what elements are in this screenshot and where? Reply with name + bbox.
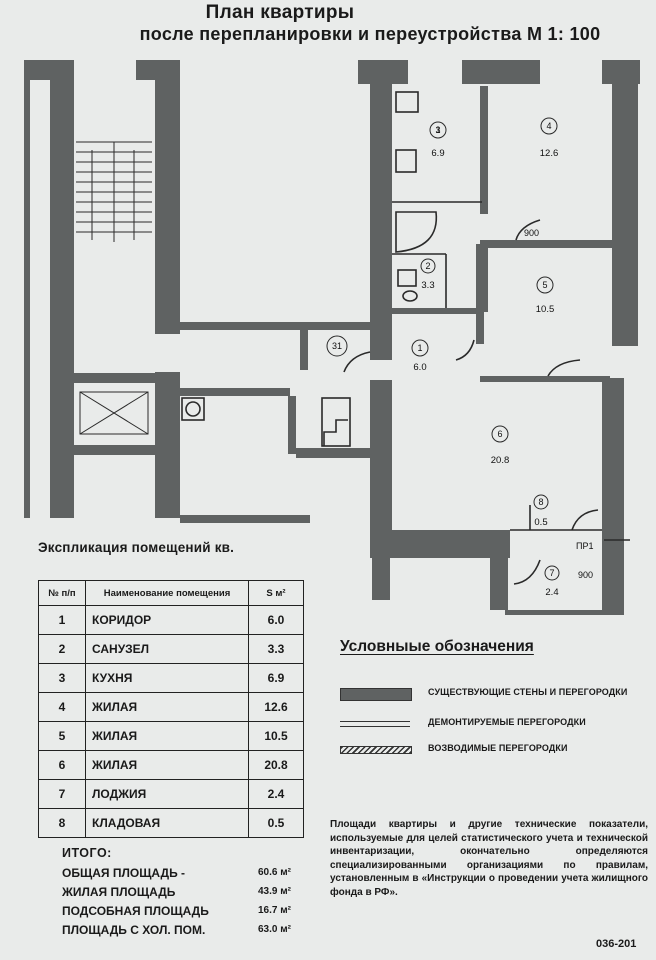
room-3-num: 3 — [435, 125, 440, 135]
row-area: 2.4 — [248, 779, 304, 809]
room-6-label: 20.8 — [491, 425, 510, 466]
row-number: 3 — [38, 663, 86, 693]
totals-row: ЖИЛАЯ ПЛОЩАДЬ 43.9 м² — [62, 885, 291, 904]
room-1-area: 6.0 — [413, 362, 426, 373]
row-number: 4 — [38, 692, 86, 722]
col-number-header: № п/п — [38, 580, 86, 606]
row-area: 10.5 — [248, 721, 304, 751]
row-number: 2 — [38, 634, 86, 664]
row-area: 0.5 — [248, 808, 304, 838]
row-room-name: ЛОДЖИЯ — [85, 779, 249, 809]
row-area: 12.6 — [248, 692, 304, 722]
totals-label: ОБЩАЯ ПЛОЩАДЬ - — [62, 866, 186, 880]
totals-value: 16.7 м² — [258, 905, 291, 916]
document-code: 036-201 — [596, 938, 637, 950]
room-4-label: 12.6 — [540, 117, 559, 159]
legend-label: СУЩЕСТВУЮЩИЕ СТЕНЫ И ПЕРЕГОРОДКИ — [428, 687, 628, 697]
totals-label: ПОДСОБНАЯ ПЛОЩАДЬ — [62, 904, 209, 918]
totals-value: 63.0 м² — [258, 924, 291, 935]
room-5-area: 10.5 — [536, 304, 555, 315]
floor-plan: 1 6.9 12.6 3.3 10.5 6.0 20.8 0.5 — [24, 60, 640, 615]
legend-title: Условныые обозначения — [340, 638, 534, 655]
partitions — [181, 91, 630, 585]
totals-label: ЖИЛАЯ ПЛОЩАДЬ — [62, 885, 176, 899]
totals-row: ПЛОЩАДЬ С ХОЛ. ПОМ. 63.0 м² — [62, 923, 291, 942]
room-labels: 1 6.9 12.6 3.3 10.5 6.0 20.8 0.5 — [326, 117, 593, 598]
room-5-label: 10.5 — [536, 276, 555, 315]
room-7-num: 7 — [549, 568, 554, 578]
row-room-name: КУХНЯ — [85, 663, 249, 693]
row-room-name: САНУЗЕЛ — [85, 634, 249, 664]
room-2-area: 3.3 — [421, 280, 434, 291]
room-7-label: 2.4 — [544, 565, 560, 598]
col-area-header: S м² — [248, 580, 304, 606]
totals-row: ПОДСОБНАЯ ПЛОЩАДЬ 16.7 м² — [62, 904, 291, 923]
room-4-num: 4 — [546, 121, 551, 131]
legend-label: ВОЗВОДИМЫЕ ПЕРЕГОРОДКИ — [428, 743, 568, 753]
room-6-area: 20.8 — [491, 455, 510, 466]
room-6-num: 6 — [497, 429, 502, 439]
totals-value: 43.9 м² — [258, 886, 291, 897]
room-8-label: 0.5 — [533, 494, 549, 528]
apartment-walls — [180, 60, 640, 615]
row-room-name: КЛАДОВАЯ — [85, 808, 249, 838]
plan-title: План квартиры — [205, 2, 355, 23]
col-name-header: Наименование помещения — [85, 580, 249, 606]
totals-label: ПЛОЩАДЬ С ХОЛ. ПОМ. — [62, 923, 206, 937]
plan-subtitle: после перепланировки и переустройства М … — [139, 24, 601, 44]
room-1-num: 1 — [417, 343, 422, 353]
room-8-num: 8 — [538, 497, 543, 507]
row-number: 8 — [38, 808, 86, 838]
totals-heading: ИТОГО: — [62, 846, 112, 860]
apartment-number: 31 — [332, 341, 342, 351]
room-3-label: 1 6.9 — [429, 121, 447, 159]
room-7-area: 2.4 — [545, 587, 558, 598]
totals-row: ОБЩАЯ ПЛОЩАДЬ - 60.6 м² — [62, 866, 291, 885]
row-number: 1 — [38, 605, 86, 635]
totals-block: ИТОГО: ОБЩАЯ ПЛОЩАДЬ - 60.6 м² ЖИЛАЯ ПЛОЩ… — [62, 846, 291, 942]
room-5-num: 5 — [542, 280, 547, 290]
totals-value: 60.6 м² — [258, 867, 291, 878]
row-number: 5 — [38, 721, 86, 751]
room-2-num: 2 — [425, 261, 430, 271]
row-area: 6.0 — [248, 605, 304, 635]
room-1-label: 6.0 — [411, 339, 429, 373]
dimension-bottom: 900 — [578, 570, 593, 580]
room-3-number: 1 — [435, 125, 440, 135]
demolished-wall-swatch — [340, 721, 410, 727]
existing-wall-swatch — [340, 688, 412, 701]
row-room-name: ЖИЛАЯ — [85, 721, 249, 751]
new-wall-swatch — [340, 746, 412, 754]
dimension-top: 900 — [524, 228, 539, 238]
room-3-area: 6.9 — [431, 148, 444, 159]
table-header-row: № п/п Наименование помещения S м² — [38, 580, 304, 606]
room-8-area: 0.5 — [534, 517, 547, 528]
legend-label: ДЕМОНТИРУЕМЫЕ ПЕРЕГОРОДКИ — [428, 717, 586, 727]
row-room-name: ЖИЛАЯ — [85, 750, 249, 780]
row-area: 3.3 — [248, 634, 304, 664]
row-number: 7 — [38, 779, 86, 809]
row-room-name: ЖИЛАЯ — [85, 692, 249, 722]
room-4-area: 12.6 — [540, 148, 559, 159]
opening-label: ПР1 — [576, 541, 593, 551]
stairwell-block — [24, 60, 180, 518]
row-room-name: КОРИДОР — [85, 605, 249, 635]
room-2-label: 3.3 — [420, 258, 436, 291]
row-number: 6 — [38, 750, 86, 780]
disclaimer-note: Площади квартиры и другие технические по… — [330, 819, 648, 898]
row-area: 20.8 — [248, 750, 304, 780]
row-area: 6.9 — [248, 663, 304, 693]
explication-title: Экспликация помещений кв. — [38, 540, 235, 555]
